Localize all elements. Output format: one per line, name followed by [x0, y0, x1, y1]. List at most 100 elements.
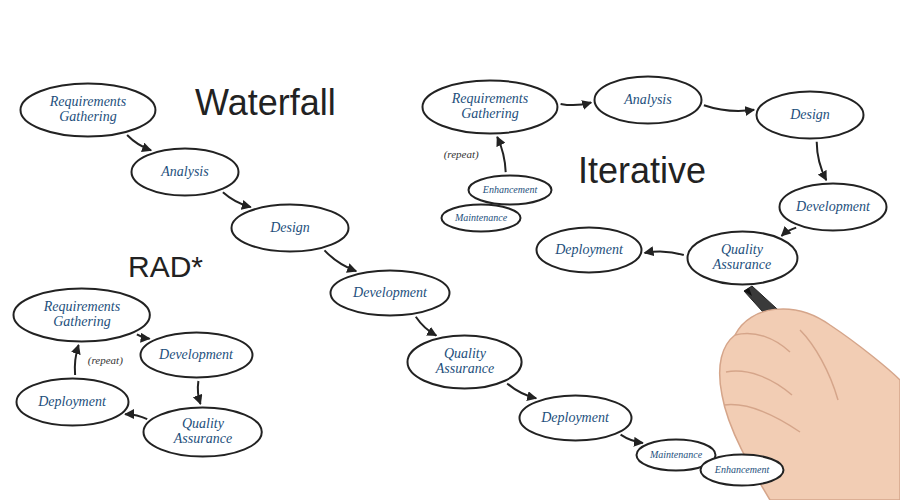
process-ellipse: Design — [755, 90, 865, 140]
ellipse-shape — [14, 289, 150, 342]
process-ellipse: Deployment — [535, 226, 643, 274]
node-label: Deployment — [555, 243, 623, 258]
node-text-group: Quality Assurance — [703, 243, 780, 272]
node-text-group: Development — [159, 348, 233, 363]
process-ellipse: Development — [139, 331, 254, 379]
node-text-group: Design — [270, 221, 310, 236]
ellipse-shape — [537, 228, 642, 273]
flow-arrow — [621, 435, 643, 443]
flow-arrow — [416, 317, 437, 336]
process-ellipse: Development — [329, 269, 451, 317]
node-text-group: Requirements Gathering — [34, 300, 130, 329]
flow-arrow — [198, 381, 201, 404]
node-text-group: Enhancement — [483, 185, 537, 196]
flow-arrow — [704, 105, 754, 111]
flow-arrow — [325, 250, 357, 271]
ellipse-shape — [469, 176, 552, 205]
process-ellipse: Requirements Gathering — [421, 79, 559, 135]
node-label: Design — [790, 108, 830, 123]
node-text-group: Requirements Gathering — [442, 92, 537, 121]
ellipse-shape — [232, 205, 349, 252]
process-ellipse: Deployment — [15, 377, 130, 427]
ellipse-shape — [780, 184, 887, 231]
flow-arrow — [782, 228, 797, 236]
model-title: Iterative — [578, 150, 706, 192]
node-text-group: Development — [796, 200, 870, 215]
process-ellipse: Design — [230, 203, 350, 253]
repeat-note: (repeat) — [86, 354, 125, 366]
flow-arrow — [125, 414, 147, 419]
node-text-group: Maintenance — [455, 213, 507, 224]
process-ellipse: Analysis — [593, 75, 703, 125]
node-label: Maintenance — [455, 213, 507, 224]
ellipse-shape — [21, 84, 156, 137]
process-ellipse: Development — [778, 182, 888, 232]
node-label: Requirements Gathering — [442, 92, 537, 121]
thumb-line — [800, 330, 838, 400]
process-ellipse: Requirements Gathering — [12, 287, 151, 343]
process-ellipse: Analysis — [130, 147, 240, 197]
node-text-group: Requirements Gathering — [40, 95, 135, 124]
ellipse-shape — [144, 408, 262, 457]
node-label: Requirements Gathering — [40, 95, 135, 124]
repeat-note: (repeat) — [442, 148, 481, 160]
model-title: Waterfall — [195, 82, 336, 124]
flow-arrow — [507, 384, 536, 399]
finger-line — [726, 371, 792, 395]
process-ellipse: Enhancement — [699, 453, 785, 487]
flow-arrow — [645, 251, 684, 255]
node-label: Quality Assurance — [703, 243, 780, 272]
finger-line — [724, 405, 800, 432]
node-label: Deployment — [38, 395, 106, 410]
process-ellipse: Enhancement — [467, 174, 553, 206]
node-text-group: Maintenance — [650, 450, 702, 461]
node-text-group: Development — [353, 286, 427, 301]
flow-arrow — [223, 192, 251, 207]
process-ellipse: Quality Assurance — [686, 230, 799, 286]
node-text-group: Analysis — [161, 165, 208, 180]
ellipse-shape — [423, 81, 558, 134]
node-text-group: Quality Assurance — [425, 347, 505, 376]
node-label: Design — [270, 221, 310, 236]
ellipse-shape — [442, 205, 521, 232]
node-label: Requirements Gathering — [34, 300, 130, 329]
finger-line — [735, 334, 790, 352]
process-ellipse: Deployment — [518, 394, 633, 442]
node-label: Enhancement — [483, 185, 537, 196]
ellipse-shape — [16, 379, 128, 426]
flow-arrow — [497, 137, 506, 172]
node-text-group: Analysis — [624, 93, 671, 108]
marker-tip — [744, 288, 752, 296]
node-label: Development — [796, 200, 870, 215]
ellipse-shape — [595, 77, 702, 124]
ellipse-shape — [408, 336, 522, 389]
node-label: Enhancement — [715, 465, 769, 476]
node-label: Quality Assurance — [161, 417, 244, 446]
node-text-group: Deployment — [541, 411, 609, 426]
process-ellipse: Maintenance — [440, 203, 522, 233]
ellipse-shape — [132, 149, 239, 196]
flow-arrow — [75, 345, 79, 375]
node-text-group: Design — [790, 108, 830, 123]
process-ellipse: Quality Assurance — [406, 334, 523, 390]
node-label: Analysis — [161, 165, 208, 180]
flow-arrow — [137, 334, 150, 338]
node-label: Quality Assurance — [425, 347, 505, 376]
ellipse-shape — [140, 333, 252, 378]
model-title: RAD* — [128, 250, 203, 284]
node-text-group: Quality Assurance — [161, 417, 244, 446]
flow-arrow — [127, 135, 151, 150]
flow-arrow — [561, 103, 592, 106]
node-label: Deployment — [541, 411, 609, 426]
ellipse-shape — [687, 232, 797, 285]
node-label: Development — [159, 348, 233, 363]
node-label: Development — [353, 286, 427, 301]
process-ellipse: Quality Assurance — [142, 406, 263, 458]
node-label: Maintenance — [650, 450, 702, 461]
node-text-group: Deployment — [38, 395, 106, 410]
ellipse-shape — [519, 396, 631, 441]
ellipse-shape — [331, 271, 450, 316]
node-label: Analysis — [624, 93, 671, 108]
node-text-group: Enhancement — [715, 465, 769, 476]
ellipse-shape — [757, 92, 864, 139]
